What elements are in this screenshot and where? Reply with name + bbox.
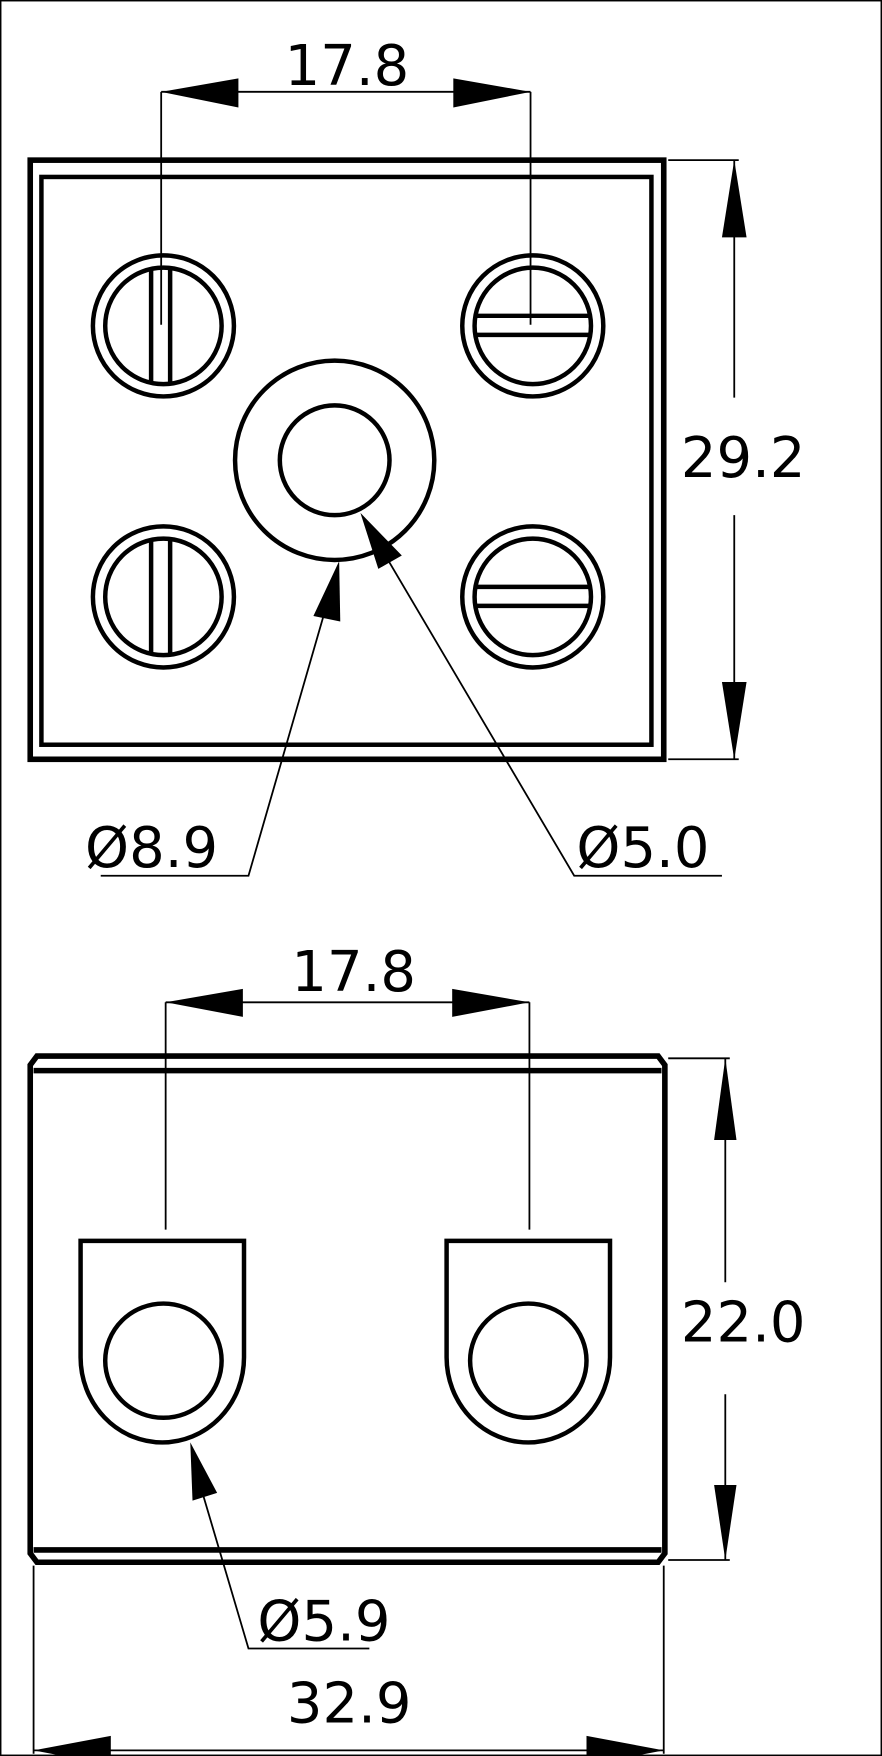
- screw-bottom-right: [460, 524, 606, 670]
- terminal-tab-right: [444, 1238, 613, 1445]
- dimension-spacing-top: 17.8: [160, 34, 532, 325]
- dimension-spacing-bottom: 17.8: [164, 940, 531, 1230]
- screw-top-right: [460, 253, 606, 399]
- dimension-width: 32.9: [32, 1565, 665, 1756]
- dimension-label: 22.0: [681, 1291, 806, 1356]
- block-side-outline: [27, 1053, 668, 1566]
- leader-tab-hole-diameter: Ø5.9: [190, 1442, 390, 1655]
- dimension-label: 17.8: [291, 940, 416, 1005]
- terminal-block-outer: [27, 157, 667, 763]
- leader-hole-diameter: Ø5.0: [360, 512, 722, 881]
- center-hole: [232, 358, 437, 563]
- dimension-height-bottom: 22.0: [668, 1057, 806, 1561]
- dimension-label: Ø8.9: [85, 816, 218, 881]
- terminal-block-inner: [39, 174, 654, 747]
- terminal-tab-left: [78, 1238, 247, 1445]
- leader-outer-diameter: Ø8.9: [85, 561, 341, 881]
- dimension-label: 32.9: [287, 1671, 412, 1736]
- screw-bottom-left: [90, 524, 237, 670]
- dimension-height-top: 29.2: [668, 159, 806, 761]
- bottom-view: 17.8 22.0 Ø5.9 32.9: [27, 940, 806, 1756]
- dimension-label: 29.2: [681, 426, 806, 491]
- dimension-label: 17.8: [285, 34, 410, 99]
- dimension-label: Ø5.9: [257, 1590, 390, 1655]
- dimension-label: Ø5.0: [576, 816, 709, 881]
- screw-top-left: [90, 253, 237, 399]
- top-view: 17.8 29.2 Ø8.9 Ø5.0: [27, 34, 806, 881]
